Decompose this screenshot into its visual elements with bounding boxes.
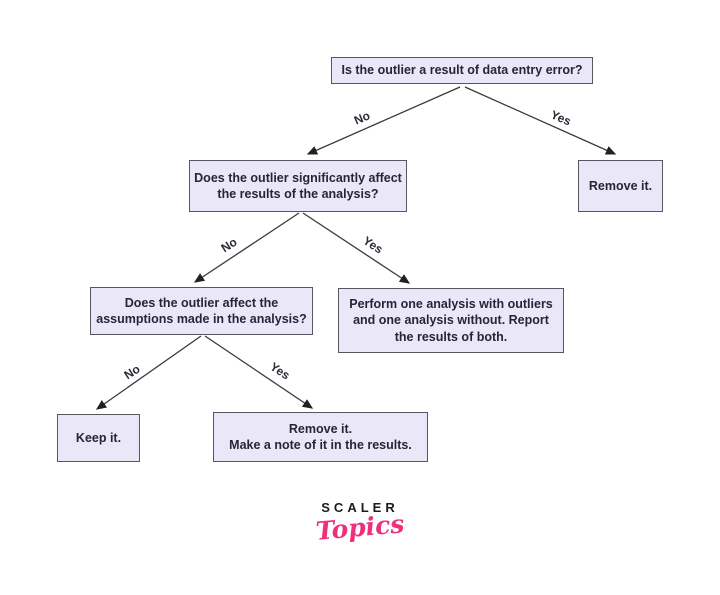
edge-q3-yes-arrow <box>204 335 314 409</box>
scaler-logo-text: SCALER <box>321 500 399 515</box>
node-keep-it: Keep it. <box>57 414 140 462</box>
node-question-data-entry-error: Is the outlier a result of data entry er… <box>331 57 593 84</box>
scaler-topics-logo: SCALER Topics <box>290 500 430 546</box>
node-remove-it: Remove it. <box>578 160 663 212</box>
node-remove-it-with-note: Remove it.Make a note of it in the resul… <box>213 412 428 462</box>
edge-q2-yes-arrow <box>302 212 411 284</box>
edge-q1-yes-arrow <box>464 86 617 155</box>
edge-q3-no-arrow <box>95 335 202 410</box>
edge-q1-no-arrow <box>306 86 461 155</box>
edge-q2-no-arrow <box>193 212 300 283</box>
